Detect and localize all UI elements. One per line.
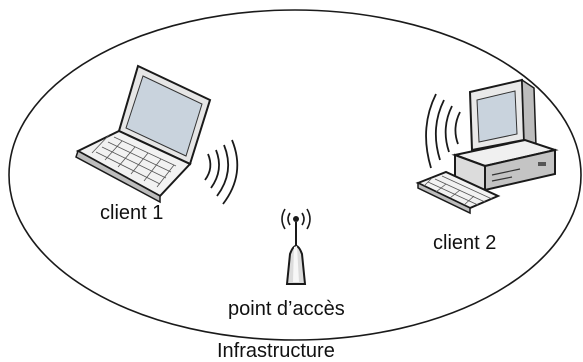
desktop-wifi-waves-icon — [425, 93, 461, 169]
client-1-label: client 1 — [100, 202, 164, 224]
diagram-caption: Infrastructure — [217, 340, 335, 362]
client-2-label: client 2 — [433, 232, 497, 254]
laptop-wifi-waves-icon — [204, 139, 239, 205]
laptop-icon — [75, 64, 212, 204]
access-point-signal-waves-icon — [281, 208, 311, 230]
network-boundary-ellipse — [8, 9, 582, 341]
access-point-label: point d’accès — [228, 298, 345, 320]
desktop-computer-icon — [415, 78, 559, 215]
access-point-antenna-icon — [285, 216, 307, 285]
